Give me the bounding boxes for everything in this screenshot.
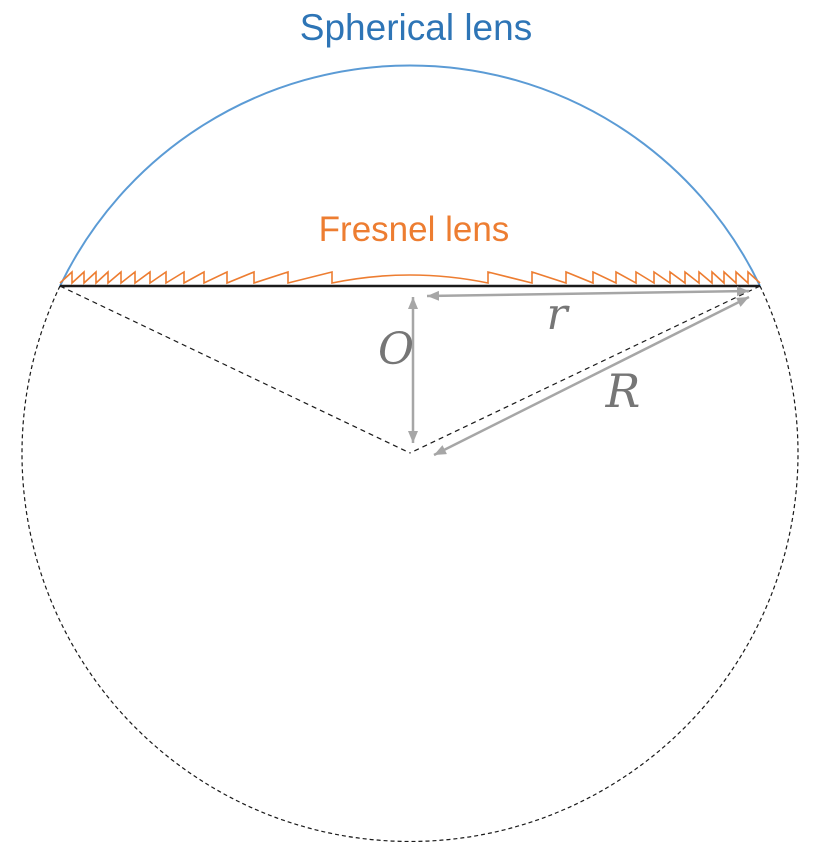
lens-radius-arrow (426, 286, 750, 301)
radius-dashed-line-right (409, 285, 761, 454)
sphere-radius-label-R: R (605, 364, 641, 418)
spherical-lens-label: Spherical lens (300, 7, 532, 48)
fresnel-lens-profile (59, 270, 761, 285)
spherical-lens-arc (59, 64, 761, 287)
lens-radius-label-r: r (546, 289, 570, 340)
center-offset-label-o: O (378, 324, 414, 375)
radius-dashed-line-left (59, 285, 411, 454)
fresnel-lens-label: Fresnel lens (319, 210, 510, 249)
sphere-radius-arrow (433, 295, 750, 457)
